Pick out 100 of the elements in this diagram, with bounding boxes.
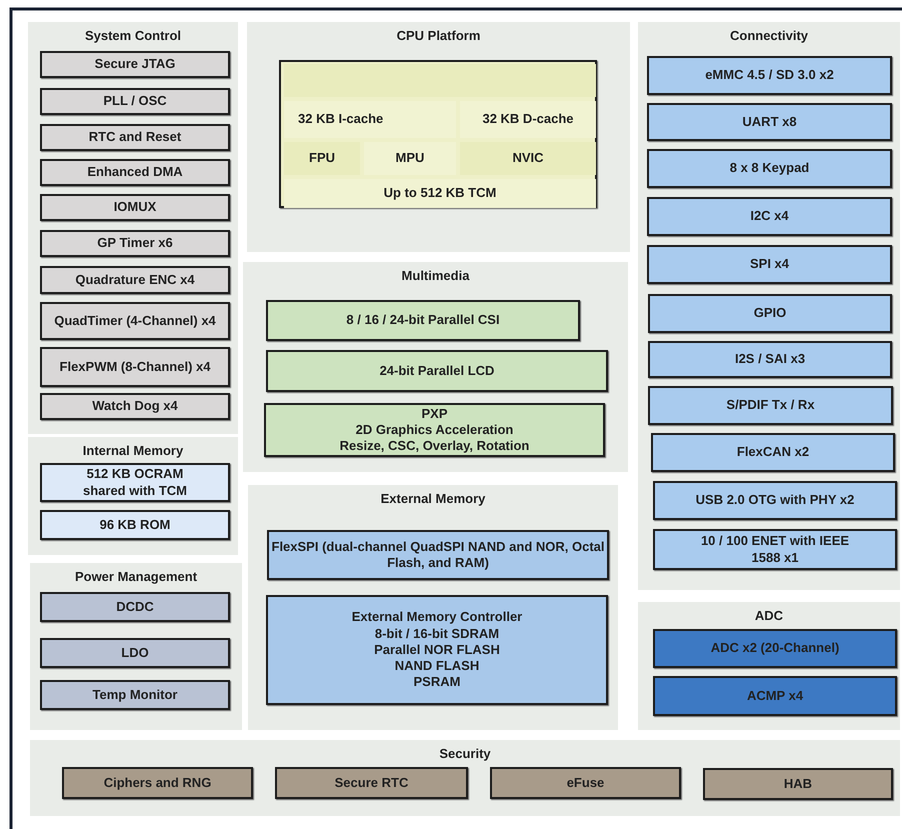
module-box: [40, 393, 230, 420]
module-box: [40, 230, 230, 257]
module-label: Resize, CSC, Overlay, Rotation: [340, 438, 530, 454]
module-box: [40, 266, 230, 294]
module-label: FlexCAN x2: [736, 444, 810, 461]
module-box: [703, 768, 893, 800]
module-label: HAB: [784, 776, 812, 792]
core-cell: [460, 142, 596, 175]
module-label: Parallel NOR FLASH: [374, 642, 500, 658]
module-box: [653, 529, 897, 570]
panel-heading: Connectivity: [730, 28, 808, 44]
module-label: PXP: [421, 406, 448, 422]
module-label: 512 KB OCRAM shared with TCM: [82, 466, 188, 499]
module-label: I2C x4: [750, 208, 789, 225]
module-box: [647, 245, 892, 284]
module-label: Enhanced DMA: [87, 164, 183, 181]
module-label: QuadTimer (4-Channel) x4: [54, 312, 216, 330]
module-box: [40, 159, 230, 186]
module-label: External Memory Controller: [352, 609, 522, 626]
module-label: NAND FLASH: [394, 658, 480, 674]
module-label: 32 KB D-cache: [482, 111, 574, 128]
module-label: Temp Monitor: [92, 686, 178, 704]
group-panel: [638, 22, 900, 590]
module-box: [266, 350, 608, 392]
module-box: [40, 592, 230, 622]
module-box: [40, 124, 230, 151]
panel-heading: CPU Platform: [396, 28, 480, 44]
module-label: I2S / SAI x3: [734, 351, 806, 368]
module-box: [62, 767, 253, 799]
module-label: Ciphers and RNG: [104, 774, 212, 792]
module-label: USB 2.0 OTG with PHY x2: [696, 492, 854, 509]
module-label: 24-bit Parallel LCD: [380, 362, 494, 380]
module-label: Quadrature ENC x4: [75, 272, 195, 288]
module-label: FPU: [309, 150, 335, 167]
module-box: [40, 88, 230, 115]
module-label: MPU: [396, 150, 424, 167]
module-box: [264, 403, 605, 457]
module-box: [40, 680, 230, 710]
module-label: GPIO: [754, 305, 786, 322]
core-cell: [284, 64, 596, 97]
module-box: [653, 676, 897, 716]
module-box: [648, 341, 892, 378]
group-panel: [28, 437, 238, 555]
module-label: 8 x 8 Keypad: [730, 160, 810, 177]
module-box: [40, 51, 230, 78]
group-panel: [638, 602, 900, 730]
module-label: Up to 512 KB TCM: [384, 185, 496, 202]
module-box: [266, 595, 608, 705]
module-label: 8-bit / 16-bit SDRAM: [374, 626, 500, 642]
module-label: Secure RTC: [334, 774, 408, 792]
panel-heading: System Control: [84, 28, 182, 44]
module-label: IOMUX: [114, 199, 156, 216]
module-label: PSRAM: [414, 674, 460, 691]
module-label: SPI x4: [750, 256, 790, 273]
module-label: RTC and Reset: [88, 129, 182, 146]
module-box: [648, 386, 893, 425]
module-label: FlexSPI (dual-channel QuadSPI NAND and NOR, Octal Flash, and RAM): [270, 538, 606, 572]
module-label: Watch Dog x4: [92, 398, 178, 415]
module-box: [267, 530, 609, 580]
module-box: [653, 481, 897, 520]
panel-heading: External Memory: [380, 491, 486, 508]
module-label: Secure JTAG: [94, 56, 176, 73]
group-panel: [28, 22, 238, 434]
module-box: [275, 767, 468, 799]
panel-heading: ADC: [754, 608, 784, 624]
panel-heading: Power Management: [74, 569, 198, 586]
module-label: FlexPWM (8-Channel) x4: [60, 358, 210, 376]
cpu-core-box: [279, 60, 597, 208]
group-panel: [243, 262, 628, 472]
core-cell: [460, 101, 596, 138]
module-label: eMMC 4.5 / SD 3.0 x2: [705, 67, 834, 84]
module-label: ACMP x4: [746, 688, 804, 704]
group-panel: [30, 563, 242, 730]
module-label: 8 / 16 / 24-bit Parallel CSI: [346, 312, 500, 329]
module-box: [648, 294, 892, 333]
group-panel: [30, 740, 900, 816]
module-box: [40, 510, 230, 540]
module-label: DCDC: [116, 598, 154, 616]
module-label: GP Timer x6: [97, 235, 173, 252]
module-label: UART x8: [742, 114, 797, 130]
group-panel: [248, 485, 618, 730]
module-box: [647, 103, 892, 141]
module-label: S/PDIF Tx / Rx: [726, 397, 815, 414]
core-cell: [284, 179, 596, 208]
module-box: [40, 194, 230, 221]
module-label: 32 KB I-cache: [298, 111, 384, 128]
module-label: NVIC: [512, 150, 544, 167]
module-box: [490, 767, 681, 799]
module-label: 2D Graphics Acceleration: [356, 422, 514, 438]
module-box: [651, 433, 895, 472]
module-box: [647, 197, 892, 236]
module-box: [653, 629, 897, 668]
module-box: [266, 300, 580, 341]
panel-heading: Internal Memory: [82, 443, 184, 460]
module-label: PLL / OSC: [103, 93, 167, 110]
module-label: eFuse: [566, 774, 604, 792]
panel-heading: Multimedia: [402, 268, 470, 284]
panel-heading: Security: [439, 746, 491, 762]
group-panel: [247, 22, 630, 252]
module-box: [40, 463, 230, 502]
